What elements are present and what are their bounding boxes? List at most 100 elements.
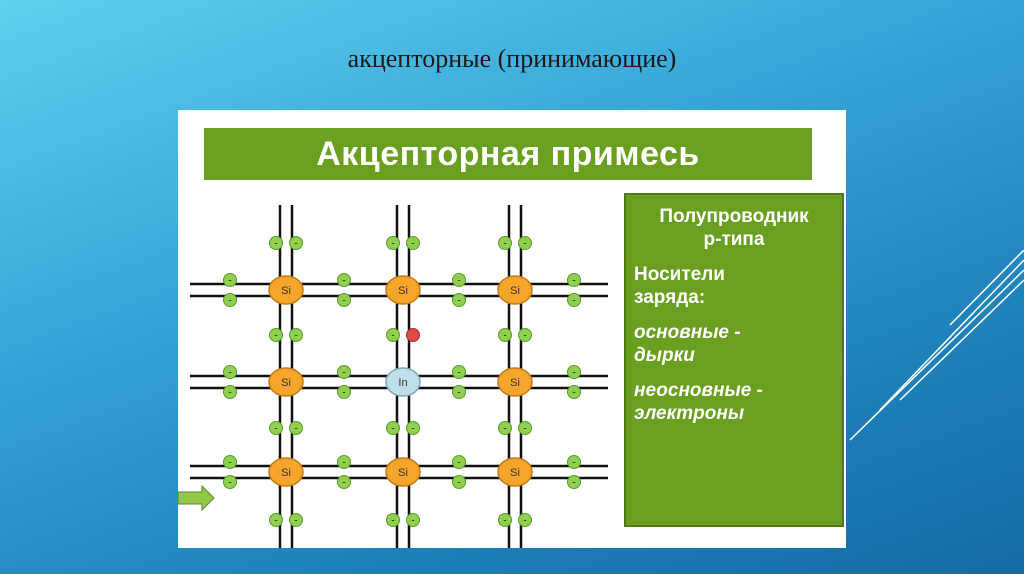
electron: - [337, 365, 351, 379]
svg-text:-: - [228, 368, 231, 379]
info-holes: дырки [634, 345, 695, 366]
svg-text:-: - [228, 458, 231, 469]
svg-text:Si: Si [281, 467, 291, 479]
svg-text:-: - [274, 516, 277, 527]
acceptor-impurity-image: Акцепторная примесь --------------------… [178, 110, 846, 548]
slide-title: акцепторные (принимающие) [347, 44, 677, 73]
svg-text:-: - [342, 368, 345, 379]
electron: - [498, 513, 512, 527]
info-semiconductor: Полупроводник [659, 206, 809, 227]
svg-text:-: - [457, 368, 460, 379]
svg-text:-: - [294, 516, 297, 527]
electron: - [452, 293, 466, 307]
electron: - [452, 385, 466, 399]
decorative-lines [849, 250, 1024, 441]
svg-text:-: - [294, 424, 297, 435]
electron: - [337, 475, 351, 489]
info-minority: неосновные - [634, 380, 763, 401]
svg-text:-: - [342, 276, 345, 287]
svg-text:-: - [342, 388, 345, 399]
electron: - [337, 273, 351, 287]
svg-text:-: - [523, 331, 526, 342]
svg-text:-: - [523, 424, 526, 435]
electron: - [518, 421, 532, 435]
arrow-icon [178, 484, 215, 512]
svg-text:-: - [294, 239, 297, 250]
electron: - [223, 385, 237, 399]
svg-text:-: - [503, 239, 506, 250]
svg-text:-: - [228, 276, 231, 287]
svg-text:-: - [523, 516, 526, 527]
electron: - [289, 421, 303, 435]
info-box: Полупроводник р-типа Носители заряда: ос… [624, 193, 844, 527]
electron: - [386, 328, 400, 342]
svg-text:-: - [228, 478, 231, 489]
electron: - [337, 455, 351, 469]
electron: - [518, 513, 532, 527]
electron: - [452, 365, 466, 379]
info-charge: заряда: [634, 287, 706, 308]
silicon-atom: Si [268, 457, 304, 487]
svg-text:Si: Si [398, 467, 408, 479]
electron: - [223, 365, 237, 379]
electron: - [223, 475, 237, 489]
svg-text:-: - [294, 331, 297, 342]
hole [406, 328, 420, 342]
svg-text:-: - [391, 424, 394, 435]
electron: - [269, 421, 283, 435]
svg-text:-: - [342, 478, 345, 489]
electron: - [223, 273, 237, 287]
electron: - [406, 236, 420, 250]
svg-text:-: - [572, 296, 575, 307]
electron: - [567, 455, 581, 469]
svg-text:-: - [274, 424, 277, 435]
svg-text:-: - [228, 388, 231, 399]
svg-text:-: - [411, 239, 414, 250]
electron: - [498, 236, 512, 250]
svg-text:-: - [572, 478, 575, 489]
svg-text:Si: Si [510, 377, 520, 389]
electron: - [269, 328, 283, 342]
svg-text:-: - [228, 296, 231, 307]
electron: - [386, 421, 400, 435]
electron: - [567, 293, 581, 307]
electron: - [567, 385, 581, 399]
info-p-type: р-типа [703, 229, 765, 250]
info-electrons: электроны [634, 403, 745, 424]
svg-text:-: - [457, 388, 460, 399]
info-majority: основные - [634, 322, 741, 343]
svg-text:-: - [572, 368, 575, 379]
electron: - [269, 513, 283, 527]
electron: - [223, 455, 237, 469]
impurity-atom: In [385, 367, 421, 397]
svg-text:-: - [391, 239, 394, 250]
electron: - [567, 273, 581, 287]
electron: - [337, 293, 351, 307]
banner-title: Акцепторная примесь [316, 135, 700, 173]
electron: - [452, 475, 466, 489]
svg-text:-: - [411, 516, 414, 527]
svg-text:-: - [411, 424, 414, 435]
banner: Акцепторная примесь [204, 128, 812, 180]
svg-text:-: - [572, 276, 575, 287]
electron: - [518, 236, 532, 250]
electron: - [498, 328, 512, 342]
silicon-atom: Si [268, 275, 304, 305]
svg-text:Si: Si [510, 467, 520, 479]
svg-text:-: - [572, 388, 575, 399]
svg-text:Si: Si [398, 285, 408, 297]
electron: - [223, 293, 237, 307]
silicon-atom: Si [268, 367, 304, 397]
electron: - [386, 513, 400, 527]
svg-text:-: - [503, 424, 506, 435]
svg-text:-: - [457, 296, 460, 307]
info-carriers: Носители [634, 264, 725, 285]
svg-text:Si: Si [281, 285, 291, 297]
silicon-atom: Si [385, 457, 421, 487]
svg-text:-: - [342, 296, 345, 307]
svg-text:-: - [457, 276, 460, 287]
electron: - [567, 365, 581, 379]
electron: - [406, 421, 420, 435]
crystal-lattice: ----------------------------------------… [178, 205, 608, 548]
electron: - [289, 236, 303, 250]
